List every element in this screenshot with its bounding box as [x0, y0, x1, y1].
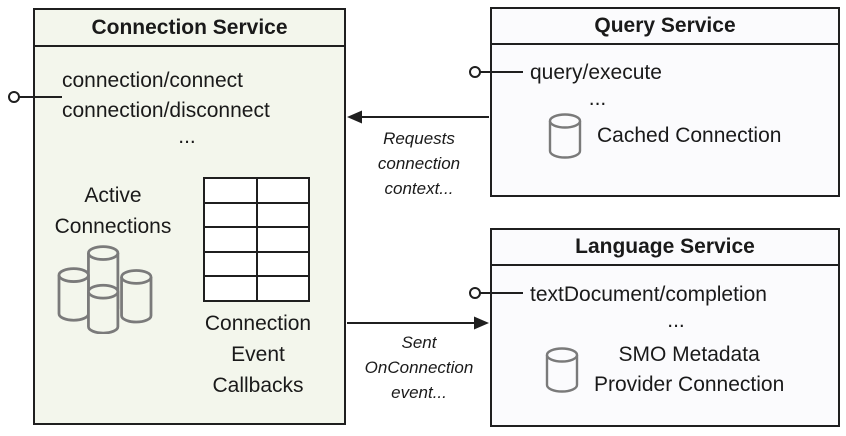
connection-event-callbacks-label: Connection Event Callbacks: [204, 312, 312, 397]
table-cell: [257, 203, 308, 227]
methods-ellipsis: ...: [667, 309, 685, 332]
active-connections-label: Active Connections: [54, 184, 172, 238]
table-cell: [205, 277, 256, 300]
arrow-requests-connection-context: [347, 110, 489, 124]
table-cell: [257, 252, 308, 276]
smo-metadata-connection-label: SMO Metadata Provider Connection: [594, 343, 785, 396]
query-service-methods: query/execute ...: [530, 58, 665, 110]
database-cylinder-icon: [548, 113, 582, 159]
edge-label-sent-onconnection-event: Sent OnConnection event...: [364, 333, 474, 402]
cached-connection-row: Cached Connection: [548, 113, 781, 159]
method-textdocument-completion: textDocument/completion: [530, 283, 767, 306]
query-service-title: Query Service: [492, 9, 838, 45]
query-service-box: Query Service query/execute ... Cached C…: [490, 7, 840, 197]
callbacks-table-grid: [203, 177, 310, 302]
connection-service-title: Connection Service: [35, 10, 344, 47]
method-connection-connect: connection/connect: [62, 69, 243, 92]
cached-connection-label: Cached Connection: [597, 124, 782, 147]
table-cell: [205, 228, 256, 251]
edge-label-requests-connection-context: Requests connection context...: [377, 129, 461, 198]
table-cell: [205, 179, 256, 202]
table-cell: [257, 179, 308, 202]
table-cell: [257, 228, 308, 251]
smo-metadata-connection-row: SMO Metadata Provider Connection: [545, 340, 784, 400]
method-query-execute: query/execute: [530, 61, 662, 84]
method-connection-disconnect: connection/disconnect: [62, 99, 270, 122]
language-service-box: Language Service textDocument/completion…: [490, 228, 840, 427]
connection-service-box: Connection Service connection/connect co…: [33, 8, 346, 425]
methods-ellipsis: ...: [178, 125, 196, 148]
databases-cluster-icon: [57, 245, 153, 334]
table-cell: [205, 203, 256, 227]
arrow-sent-onconnection-event: [347, 316, 489, 330]
table-cell: [257, 277, 308, 300]
connection-service-methods: connection/connect connection/disconnect…: [62, 66, 312, 148]
table-cell: [205, 252, 256, 276]
language-service-methods: textDocument/completion ...: [530, 280, 822, 332]
language-service-title: Language Service: [492, 230, 838, 266]
database-cylinder-icon: [545, 347, 579, 393]
methods-ellipsis: ...: [588, 87, 607, 110]
